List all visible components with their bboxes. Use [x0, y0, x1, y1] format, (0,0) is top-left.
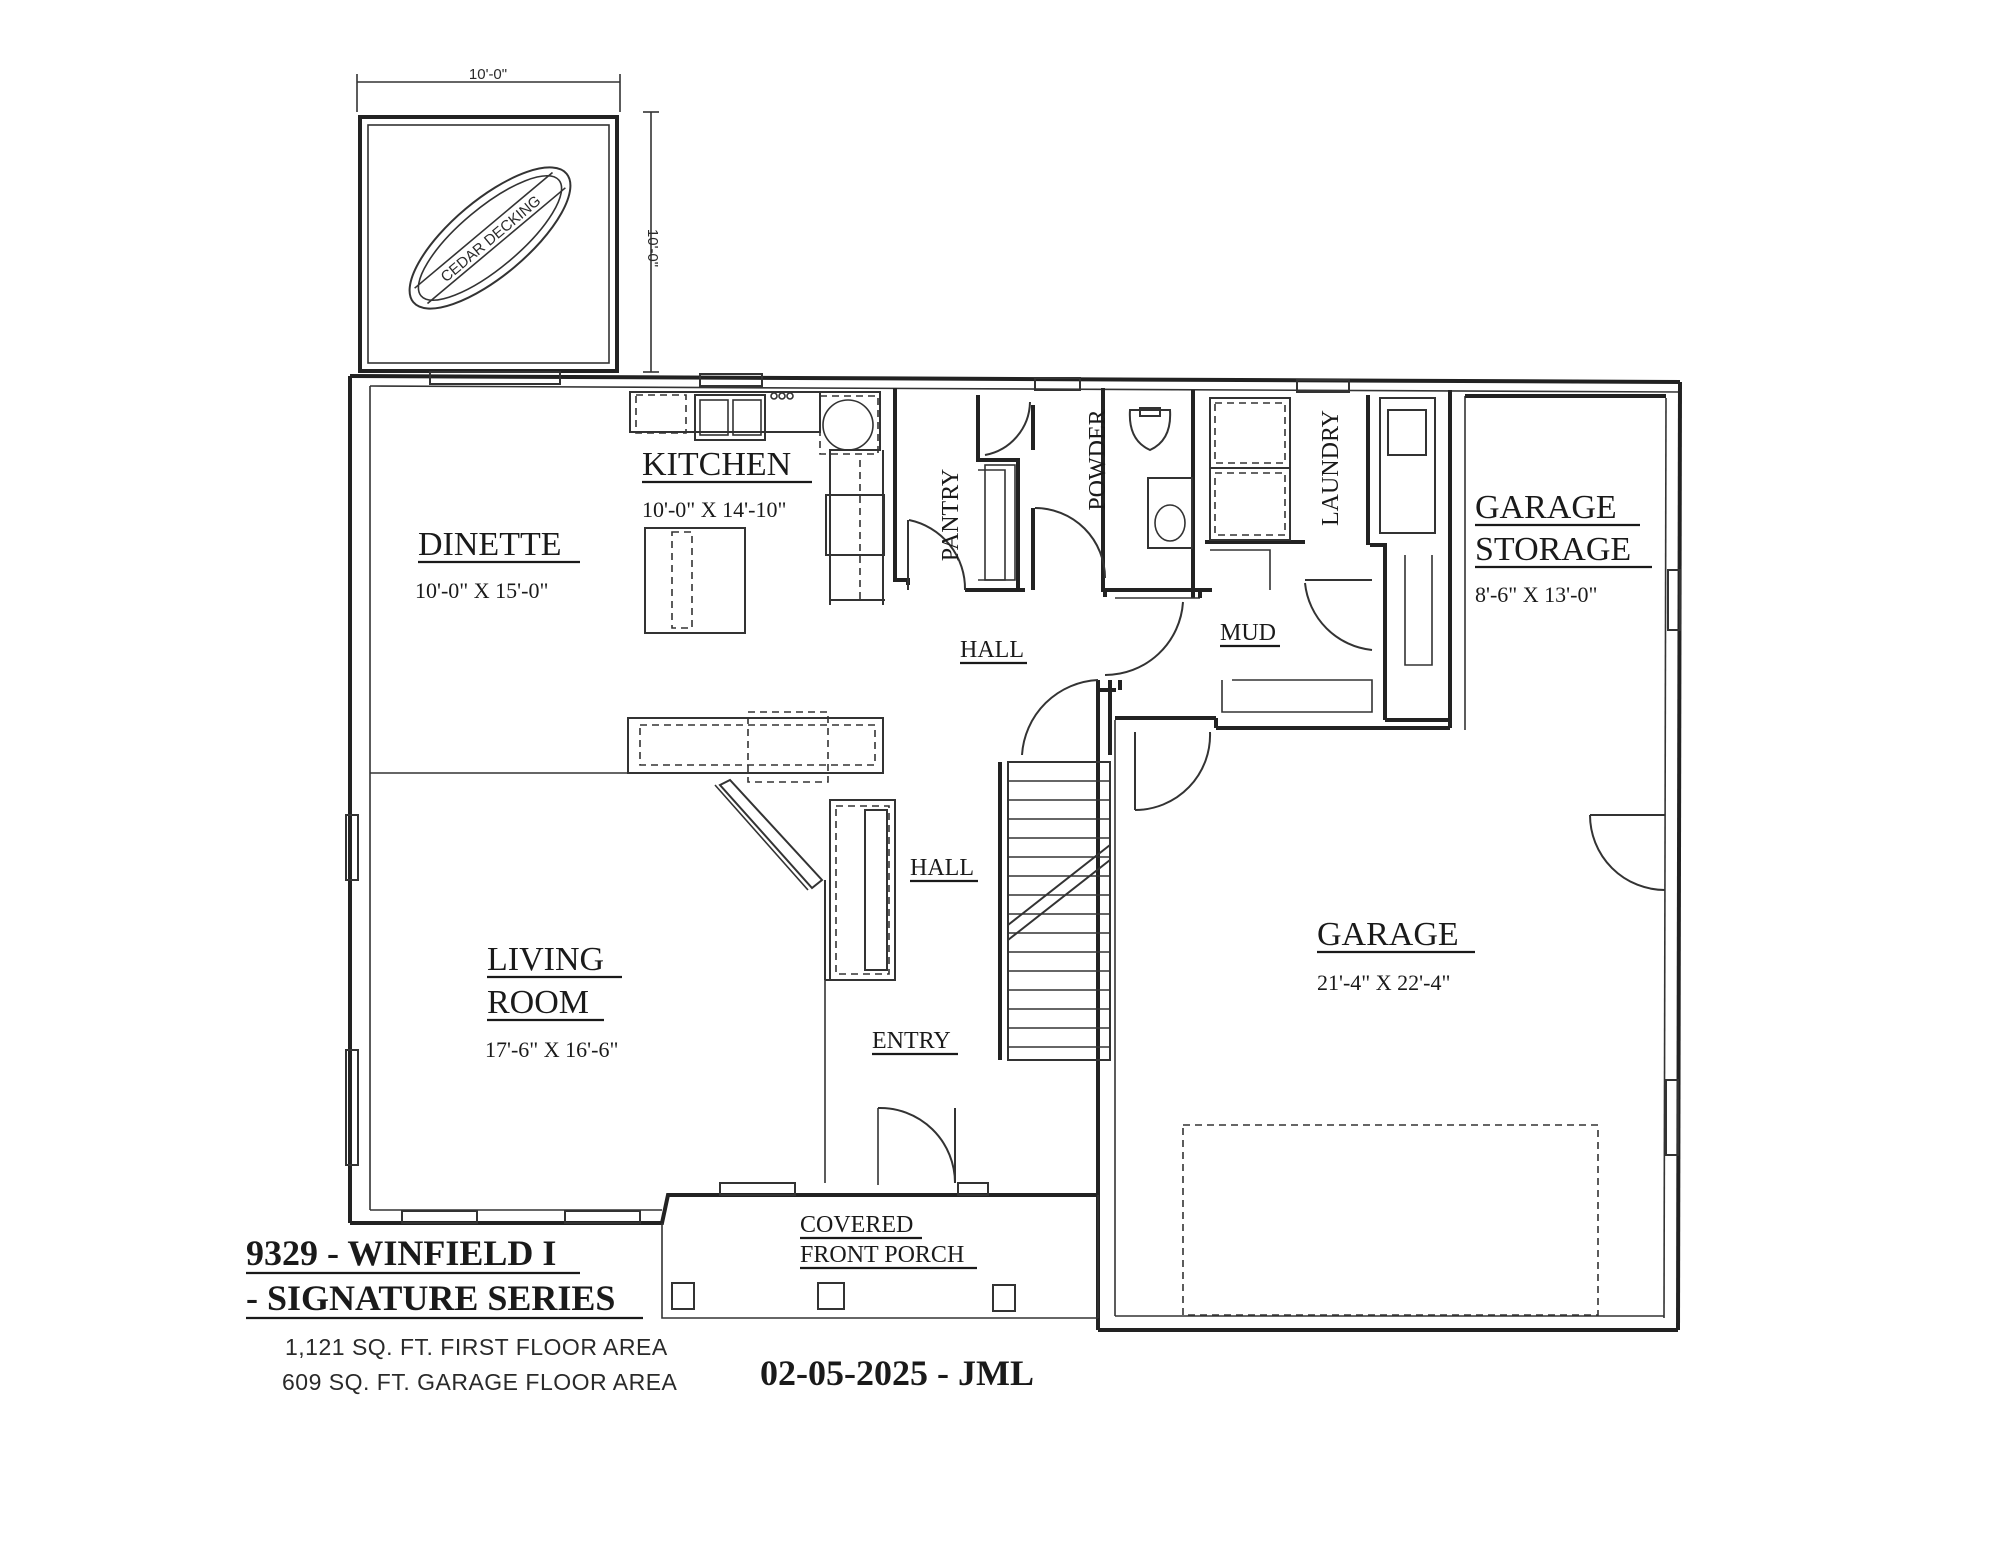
stair-frame — [1007, 761, 1111, 1061]
plan-title-line1: 9329 - WINFIELD I — [246, 1233, 556, 1273]
living-room-label-line2: ROOM — [487, 984, 589, 1021]
garage-floor-area: 609 SQ. FT. GARAGE FLOOR AREA — [282, 1369, 678, 1395]
hall-upper-label: HALL — [960, 637, 1024, 663]
plan-title-line2: - SIGNATURE SERIES — [246, 1278, 615, 1318]
cedar-deck: CEDAR DECKING 10'-0" 10'-0" — [356, 66, 661, 373]
powder-label: POWDER — [1085, 409, 1111, 510]
laundry-label: LAUNDRY — [1318, 410, 1344, 526]
hall-lower-label: HALL — [910, 855, 974, 881]
room-labels: KITCHEN 10'-0" X 14'-10" DINETTE 10'-0" … — [415, 409, 1652, 1270]
covered-front-porch — [661, 1195, 1099, 1319]
garage-storage-dims: 8'-6" X 13'-0" — [1475, 582, 1597, 607]
porch-label-line1: COVERED — [800, 1212, 913, 1238]
hall-counter — [627, 711, 884, 891]
deck-width-dimension: 10'-0" — [469, 66, 507, 83]
entry-label: ENTRY — [872, 1028, 951, 1054]
entry-bench — [824, 799, 896, 981]
garage-label: GARAGE — [1317, 916, 1459, 953]
laundry-appliances — [1209, 397, 1436, 541]
garage-storage-label-line2: STORAGE — [1475, 531, 1631, 568]
powder-fixtures — [1128, 407, 1193, 549]
interior-walls — [370, 388, 1450, 1185]
staircase — [998, 761, 1111, 1061]
stair-break-line — [1007, 844, 1111, 926]
deck-depth-dimension: 10'-0" — [644, 229, 661, 267]
deck-label: CEDAR DECKING — [438, 192, 545, 285]
pantry-shelving — [984, 464, 1016, 581]
title-block: 9329 - WINFIELD I - SIGNATURE SERIES 1,1… — [246, 1233, 1034, 1395]
kitchen-fixtures — [629, 391, 885, 634]
garage-overhead-door-outline — [1182, 1124, 1599, 1316]
kitchen-label: KITCHEN — [642, 446, 791, 483]
garage-dims: 21'-4" X 22'-4" — [1317, 970, 1450, 995]
windows — [345, 371, 1681, 1224]
garage-storage-label-line1: GARAGE — [1475, 489, 1617, 526]
porch-label-line2: FRONT PORCH — [800, 1242, 964, 1268]
living-room-dims: 17'-6" X 16'-6" — [485, 1037, 618, 1062]
dinette-label: DINETTE — [418, 526, 562, 563]
exterior-walls — [348, 374, 1682, 1332]
mud-label: MUD — [1220, 620, 1276, 646]
pantry-label: PANTRY — [938, 469, 964, 561]
living-room-label-line1: LIVING — [487, 941, 604, 978]
dinette-dims: 10'-0" X 15'-0" — [415, 578, 548, 603]
date-initials: 02-05-2025 - JML — [760, 1353, 1034, 1393]
stair-break-line — [1007, 859, 1111, 941]
kitchen-dims: 10'-0" X 14'-10" — [642, 497, 786, 522]
doors — [877, 401, 1666, 1184]
first-floor-area: 1,121 SQ. FT. FIRST FLOOR AREA — [285, 1334, 668, 1360]
